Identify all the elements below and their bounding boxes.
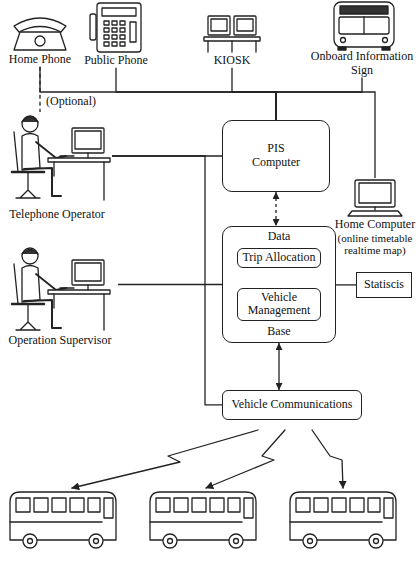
home-computer: Home Computer(online timetable realtime …: [333, 178, 417, 257]
box-text: Vehicle Management: [241, 291, 317, 319]
edge-label: (Optional): [45, 95, 97, 109]
connector: [278, 343, 279, 390]
telephone-operator-figure: [12, 116, 110, 200]
box-text: Base: [267, 325, 290, 339]
icon-label: (online timetable realtime map): [333, 232, 417, 257]
connector: [276, 78, 362, 120]
statistics-box: Statiscis: [356, 272, 412, 298]
connector: [118, 284, 222, 285]
telephone-operator: Telephone Operator: [2, 112, 112, 222]
icon-label: Home Phone: [5, 53, 75, 67]
icon-label: Home Computer: [333, 218, 417, 232]
public-phone-icon: [90, 3, 141, 52]
box-text: Data: [268, 230, 291, 244]
onboard-information-sign: Onboard Information Sign: [309, 2, 415, 78]
bus-illustration: [10, 492, 116, 548]
vehicle-communications-box: Vehicle Communications: [222, 390, 362, 420]
connector: [232, 68, 276, 120]
icon-label: Onboard Information Sign: [309, 50, 415, 78]
bus-illustration: [290, 492, 396, 548]
box-text: PIS Computer: [252, 142, 300, 170]
wireless-links: [72, 430, 343, 488]
home-computer-icon: [348, 180, 402, 216]
home-phone: Home Phone: [5, 8, 75, 67]
home-phone-icon: [14, 18, 66, 50]
icon-label: Operation Supervisor: [2, 334, 118, 348]
connector: [336, 284, 356, 285]
pis-computer: PIS Computer: [222, 120, 330, 192]
box-text: Vehicle Communications: [232, 398, 353, 412]
bus-illustration: [150, 492, 256, 548]
operation-supervisor: Operation Supervisor: [2, 244, 118, 348]
connector: [40, 67, 276, 120]
connector: [275, 192, 276, 226]
kiosk: KIOSK: [200, 12, 264, 68]
box-text: Trip Allocation: [241, 251, 317, 265]
connector: [116, 68, 276, 120]
icon-label: KIOSK: [200, 54, 264, 68]
icon-label: Telephone Operator: [2, 208, 112, 222]
box-text: Statiscis: [364, 278, 404, 292]
onboard-sign-icon: [334, 2, 394, 50]
kiosk-icon: [204, 16, 260, 52]
vehicle-management-box: Vehicle Management: [237, 288, 321, 322]
icon-label: Public Phone: [80, 54, 152, 68]
database-box: DataBase Trip AllocationVehicle Managemen…: [222, 226, 336, 343]
connector: [39, 67, 40, 112]
public-phone: Public Phone: [80, 2, 152, 68]
operation-supervisor-figure: [12, 248, 110, 330]
connector: [112, 156, 222, 405]
trip-allocation-box: Trip Allocation: [237, 248, 321, 268]
